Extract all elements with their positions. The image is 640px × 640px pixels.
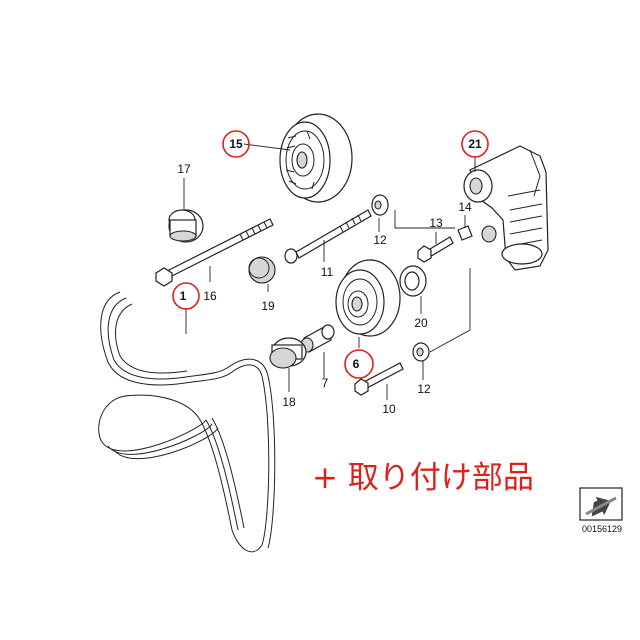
label-17: 17: [177, 162, 191, 176]
cap-18: [269, 337, 307, 369]
bolt-10: [354, 362, 404, 396]
label-12-bottom: 12: [417, 382, 431, 396]
highlight-ring-6: [344, 349, 374, 379]
label-12-top: 12: [373, 233, 387, 247]
cap-17: [168, 209, 204, 243]
nut-14: [457, 225, 473, 241]
label-1: 1: [180, 289, 187, 303]
label-21: 21: [468, 137, 482, 151]
washer-12-top: [371, 194, 389, 216]
mounting-parts-caption: + 取り付け部品: [312, 460, 534, 496]
label-10: 10: [382, 402, 396, 416]
idler-pulley-6: [335, 259, 401, 337]
bolt-11: [284, 209, 372, 264]
dust-cap-19: [248, 256, 276, 284]
label-13: 13: [429, 216, 443, 230]
label-16: 16: [203, 289, 217, 303]
washer-20: [399, 265, 427, 297]
bolt-16: [155, 218, 274, 287]
poly-v-belt: [98, 291, 276, 553]
label-18: 18: [282, 395, 296, 409]
label-14: 14: [458, 200, 472, 214]
label-19: 19: [261, 299, 275, 313]
highlight-ring-1: [172, 282, 200, 310]
bolt-13: [417, 236, 454, 263]
catalog-number: 00156129: [582, 524, 623, 534]
highlight-ring-15: [222, 130, 250, 158]
spacer-7: [300, 324, 335, 353]
label-20: 20: [414, 316, 428, 330]
leader-lines: [183, 143, 476, 400]
washer-12-bottom: [412, 342, 430, 362]
idler-pulley-15: [279, 113, 353, 203]
label-7: 7: [322, 376, 329, 390]
label-15: 15: [229, 137, 243, 151]
catalog-arrow-icon: [579, 487, 623, 521]
belt-tensioner-21: [463, 145, 549, 271]
label-6: 6: [353, 357, 360, 371]
highlight-ring-21: [461, 130, 489, 158]
label-11: 11: [321, 265, 334, 279]
